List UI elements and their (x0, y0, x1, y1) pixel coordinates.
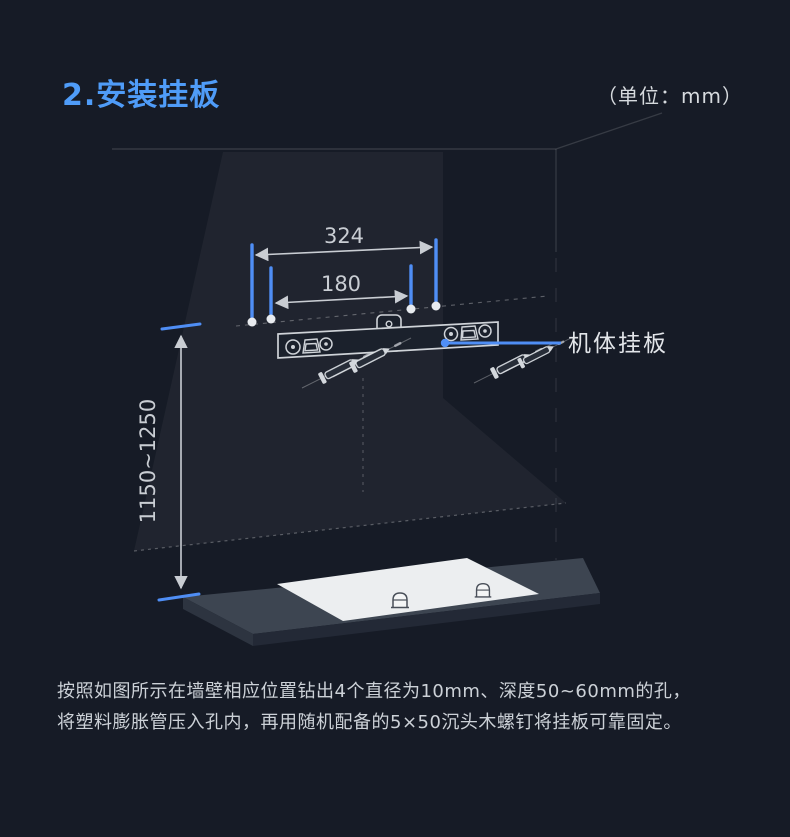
bracket-plate (277, 321, 499, 359)
drill-hole-dot (266, 314, 276, 324)
instruction-text: 按照如图所示在墙壁相应位置钻出4个直径为10mm、深度50~60mm的孔， 将塑… (57, 676, 757, 738)
drill-hole-dots (247, 301, 441, 327)
page-title: 2.安装挂板 (62, 78, 221, 113)
countertop-front-face (253, 593, 600, 646)
unit-note: （单位：mm） (597, 84, 743, 108)
bracket-keyhole-slot (460, 325, 479, 341)
stove (277, 558, 539, 621)
dimension-324-label: 324 (324, 224, 364, 248)
stove-top-face (277, 558, 539, 621)
bracket-screw-hole (319, 337, 333, 351)
bracket-keyhole-slot (302, 338, 321, 354)
burner-cap-icon (391, 592, 409, 609)
drill-hole-dot (406, 304, 416, 314)
burner-cap-icon (474, 582, 492, 598)
countertop-left-face (183, 597, 253, 646)
room-outline (112, 112, 663, 560)
wall-plug-lines (250, 238, 438, 319)
dimension-height-label: 1150~1250 (136, 399, 160, 523)
drill-hole-dot (431, 301, 441, 311)
height-tick-bottom (157, 592, 201, 602)
hood-bottom-dashed-edge (133, 502, 567, 552)
height-tick-top (160, 322, 202, 331)
bracket-screw-hole (443, 326, 459, 342)
bracket-label: 机体挂板 (568, 331, 668, 357)
mounting-bracket (277, 314, 499, 359)
dimension-324: 324 (254, 224, 434, 262)
bracket-screw-hole-center (483, 329, 487, 333)
bracket-screw-hole-center (449, 332, 453, 336)
dimension-height: 1150~1250 (136, 322, 202, 602)
bracket-tab-hole (385, 320, 393, 328)
ceiling-diagonal-edge (555, 112, 663, 150)
bracket-screw-hole-center (291, 345, 295, 349)
bracket-screw-hole-center (324, 342, 328, 346)
bracket-screw-hole (478, 324, 492, 338)
bracket-label-group: 机体挂板 (440, 331, 668, 357)
instruction-line-2: 将塑料膨胀管压入孔内，再用随机配备的5×50沉头木螺钉将挂板可靠固定。 (57, 712, 682, 733)
instruction-line-1: 按照如图所示在墙壁相应位置钻出4个直径为10mm、深度50~60mm的孔， (57, 681, 691, 702)
drill-hole-dot (247, 317, 257, 327)
dimension-180: 180 (274, 272, 409, 310)
bracket-screw-hole (285, 339, 301, 355)
drill-hole-guide-dashed (235, 295, 549, 327)
dimension-180-label: 180 (321, 272, 361, 296)
